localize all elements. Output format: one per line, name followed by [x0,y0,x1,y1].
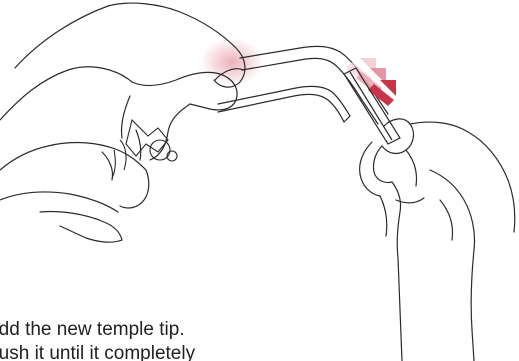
temple-tip-icon [344,68,400,144]
hand-holding-temple-tip-icon [360,119,515,361]
joint-highlight [200,38,264,86]
push-direction-arrow-icon [346,58,396,106]
instruction-caption: Add the new temple tip. Push it until it… [0,318,306,361]
hand-holding-temple-icon [0,3,245,242]
caption-line-2: Push it until it completely [0,342,306,361]
caption-line-1: Add the new temple tip. [0,318,306,342]
